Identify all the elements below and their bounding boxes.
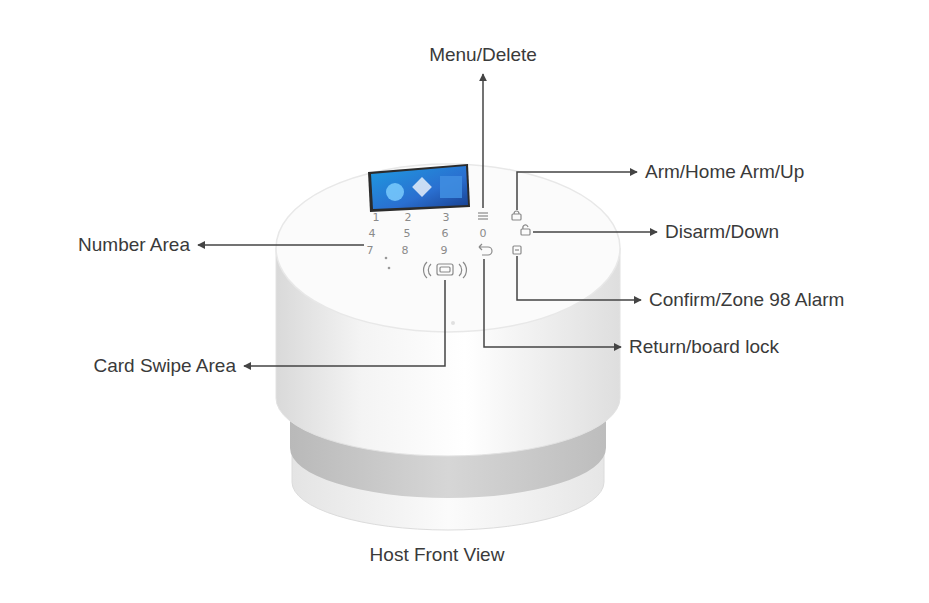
- screen: [371, 166, 468, 209]
- callout-label: Card Swipe Area: [93, 355, 236, 377]
- key-digit: 6: [442, 227, 449, 240]
- key-digit-holder: 2: [405, 207, 412, 225]
- leader-lines: [198, 74, 657, 366]
- figure-caption: Host Front View: [370, 544, 505, 566]
- callout-label: Arm/Home Arm/Up: [645, 161, 804, 183]
- key-digit: 7: [367, 244, 374, 257]
- indicator-dot: [388, 267, 391, 270]
- callout-label-holder: Disarm/Down: [665, 221, 779, 243]
- key-digit: 1: [373, 211, 380, 224]
- key-digit: 5: [404, 227, 411, 240]
- key-digit-holder: 8: [402, 240, 409, 258]
- front-dot: [451, 321, 455, 325]
- key-digit: 8: [402, 244, 409, 257]
- menu-key-symbol: [478, 213, 488, 219]
- leader-line: [517, 172, 637, 210]
- key-digit-holder: 9: [441, 240, 448, 258]
- screen-icon: [440, 176, 462, 198]
- leader-line: [517, 256, 641, 300]
- callout-label-holder: Menu/Delete: [429, 44, 537, 66]
- card-swipe-symbol: [424, 262, 467, 278]
- return-key-symbol: [479, 244, 492, 255]
- key-digit-holder: 1: [373, 207, 380, 225]
- key-digit-holder: 3: [443, 207, 450, 225]
- callout-label-holder: Arm/Home Arm/Up: [645, 161, 804, 183]
- callout-label-holder: Return/board lock: [629, 336, 779, 358]
- function-key-symbols: [512, 211, 530, 254]
- top-face: [276, 164, 620, 332]
- callout-label: Number Area: [78, 234, 190, 256]
- indicator-dot: [385, 257, 388, 260]
- screen-icon: [412, 177, 432, 197]
- callout-label-holder: Confirm/Zone 98 Alarm: [649, 289, 844, 311]
- key-digit-holder: 7: [367, 240, 374, 258]
- key-digit: 9: [441, 244, 448, 257]
- screen-bezel: [368, 164, 470, 212]
- leader-line: [533, 231, 657, 233]
- key-digit: 4: [369, 227, 376, 240]
- screen-icon: [386, 183, 404, 201]
- callout-label-holder: Number Area: [78, 234, 190, 256]
- figure-caption-holder: Host Front View: [370, 544, 505, 566]
- key-digit-holder: 0: [480, 223, 487, 241]
- leader-line: [198, 244, 364, 246]
- callout-label: Disarm/Down: [665, 221, 779, 243]
- callout-label: Confirm/Zone 98 Alarm: [649, 289, 844, 311]
- leader-line: [484, 259, 621, 347]
- callout-label-holder: Card Swipe Area: [93, 355, 236, 377]
- leader-line: [482, 74, 484, 208]
- key-digit-holder: 6: [442, 223, 449, 241]
- key-digit: 2: [405, 211, 412, 224]
- key-digit-holder: 4: [369, 223, 376, 241]
- callout-label: Menu/Delete: [429, 44, 537, 66]
- leader-line: [244, 280, 445, 366]
- key-digit: 0: [480, 227, 487, 240]
- callout-label: Return/board lock: [629, 336, 779, 358]
- key-digit-holder: 5: [404, 223, 411, 241]
- key-digit: 3: [443, 211, 450, 224]
